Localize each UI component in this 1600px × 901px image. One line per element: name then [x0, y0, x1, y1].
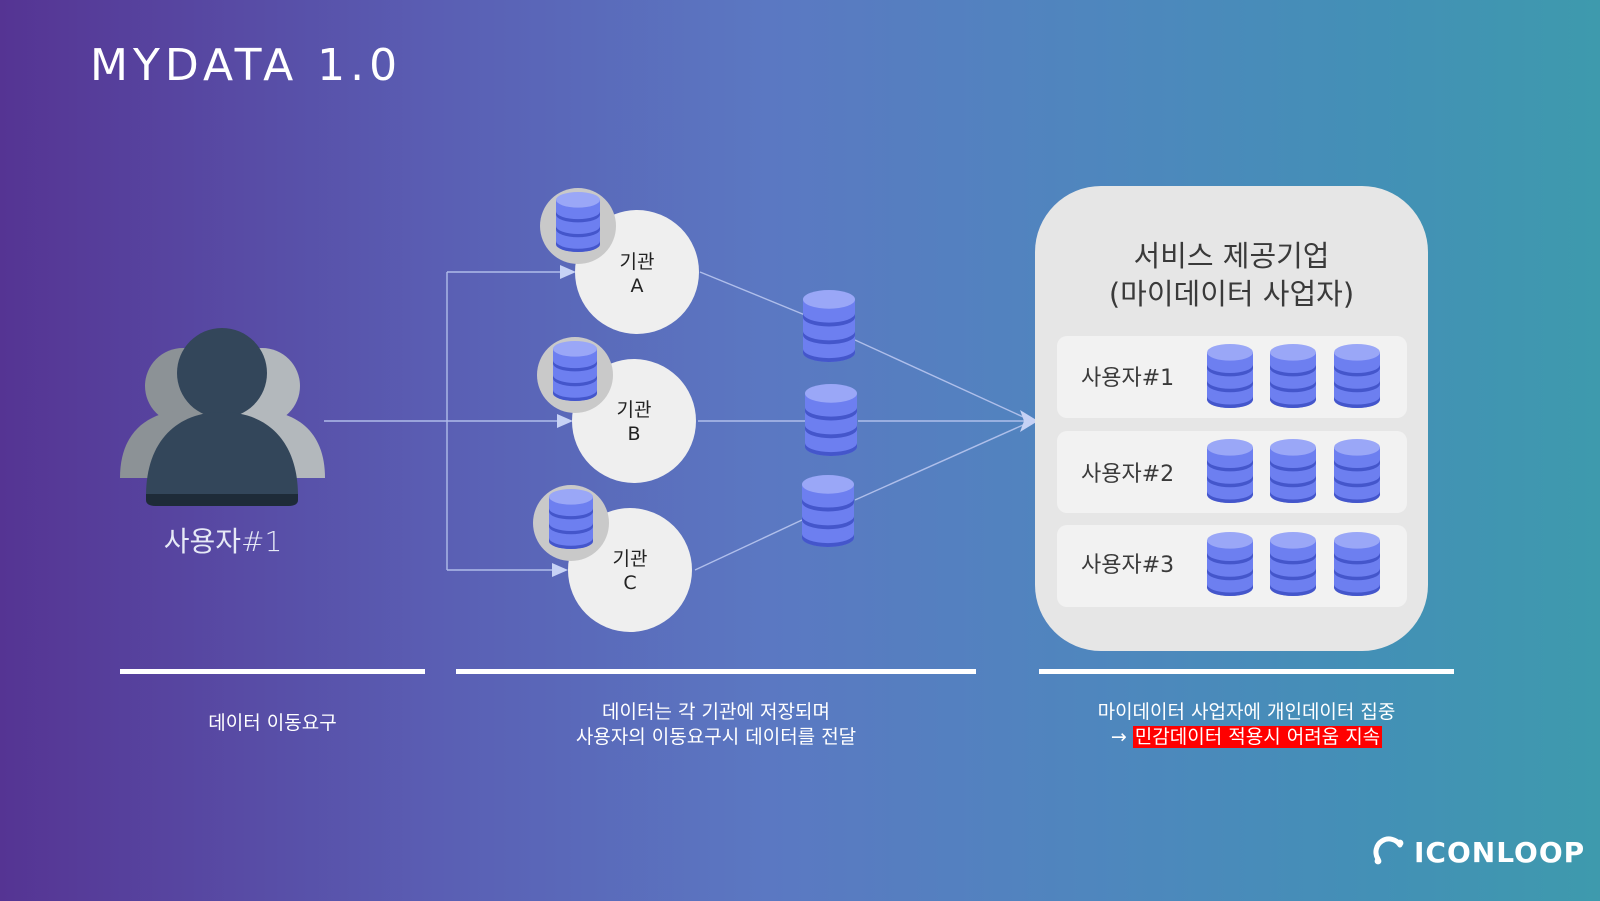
connector-c-db [694, 519, 803, 571]
institution-c-letter: C [623, 572, 637, 594]
iconloop-logo: ICONLOOP [1370, 832, 1585, 872]
provider-user-1-database-2-icon [1270, 344, 1316, 408]
slide-title: MYDATA 1.0 [90, 40, 403, 91]
caption-right-arrow: → [1110, 726, 1127, 748]
section-rule-middle [456, 669, 976, 674]
institution-b-database-icon [553, 341, 597, 402]
provider-user-2-database-3-icon [1334, 439, 1380, 503]
transfer-database-a-icon [803, 290, 855, 363]
caption-right-line1: 마이데이터 사업자에 개인데이터 집중 [1097, 701, 1396, 723]
arrow-head-c [552, 563, 568, 577]
user-label: 사용자#1 [163, 525, 283, 558]
provider-user-3-database-2-icon [1270, 532, 1316, 596]
institution-a-label: 기관 A [592, 250, 682, 298]
iconloop-logo-icon [1373, 836, 1404, 865]
user-front-icon [146, 328, 298, 506]
provider-user-label-1: 사용자#1 [1081, 366, 1175, 391]
institution-a-name: 기관 [619, 251, 655, 273]
institution-c-database-icon [549, 489, 593, 549]
transfer-database-c-icon [802, 475, 854, 547]
provider-user-1-database-3-icon [1334, 344, 1380, 408]
caption-middle-line1: 데이터는 각 기관에 저장되며 [602, 701, 830, 723]
provider-user-3-database-3-icon [1334, 532, 1380, 596]
caption-left: 데이터 이동요구 [208, 712, 337, 734]
provider-user-label-2: 사용자#2 [1081, 462, 1175, 487]
arrow-head-b [557, 414, 573, 428]
connector-a-db [699, 271, 806, 316]
institution-b-name: 기관 [616, 399, 652, 421]
section-rule-left [120, 669, 425, 674]
caption-right-highlight: 민감데이터 적용시 어려움 지속 [1132, 726, 1383, 748]
institution-c-name: 기관 [612, 548, 648, 570]
institution-c-label: 기관 C [585, 547, 675, 595]
caption-middle: 데이터는 각 기관에 저장되며 사용자의 이동요구시 데이터를 전달 [456, 700, 976, 750]
institution-a-database-icon [556, 192, 600, 252]
provider-user-2-database-1-icon [1207, 439, 1253, 503]
connector-dba-provider [854, 339, 1033, 422]
institution-a-letter: A [630, 275, 644, 297]
provider-user-2-database-2-icon [1270, 439, 1316, 503]
institution-b-label: 기관 B [589, 398, 679, 446]
section-rule-right [1039, 669, 1454, 674]
connector-dbc-provider [854, 420, 1033, 501]
iconloop-logo-text: ICONLOOP [1414, 835, 1586, 869]
arrow-head-a [560, 265, 576, 279]
service-provider-subtitle: (마이데이터 사업자) [1108, 277, 1355, 311]
arrow-head-provider [1020, 410, 1038, 432]
provider-user-1-database-1-icon [1207, 344, 1253, 408]
caption-middle-line2: 사용자의 이동요구시 데이터를 전달 [575, 726, 857, 748]
service-provider-title: 서비스 제공기업 [1133, 239, 1330, 273]
institution-b-letter: B [627, 423, 641, 445]
transfer-database-b-icon [805, 384, 857, 457]
provider-user-3-database-1-icon [1207, 532, 1253, 596]
provider-user-label-3: 사용자#3 [1081, 553, 1175, 578]
caption-right: 마이데이터 사업자에 개인데이터 집중 → 민감데이터 적용시 어려움 지속 [1039, 700, 1454, 750]
caption-right-line2: → 민감데이터 적용시 어려움 지속 [1039, 725, 1454, 750]
